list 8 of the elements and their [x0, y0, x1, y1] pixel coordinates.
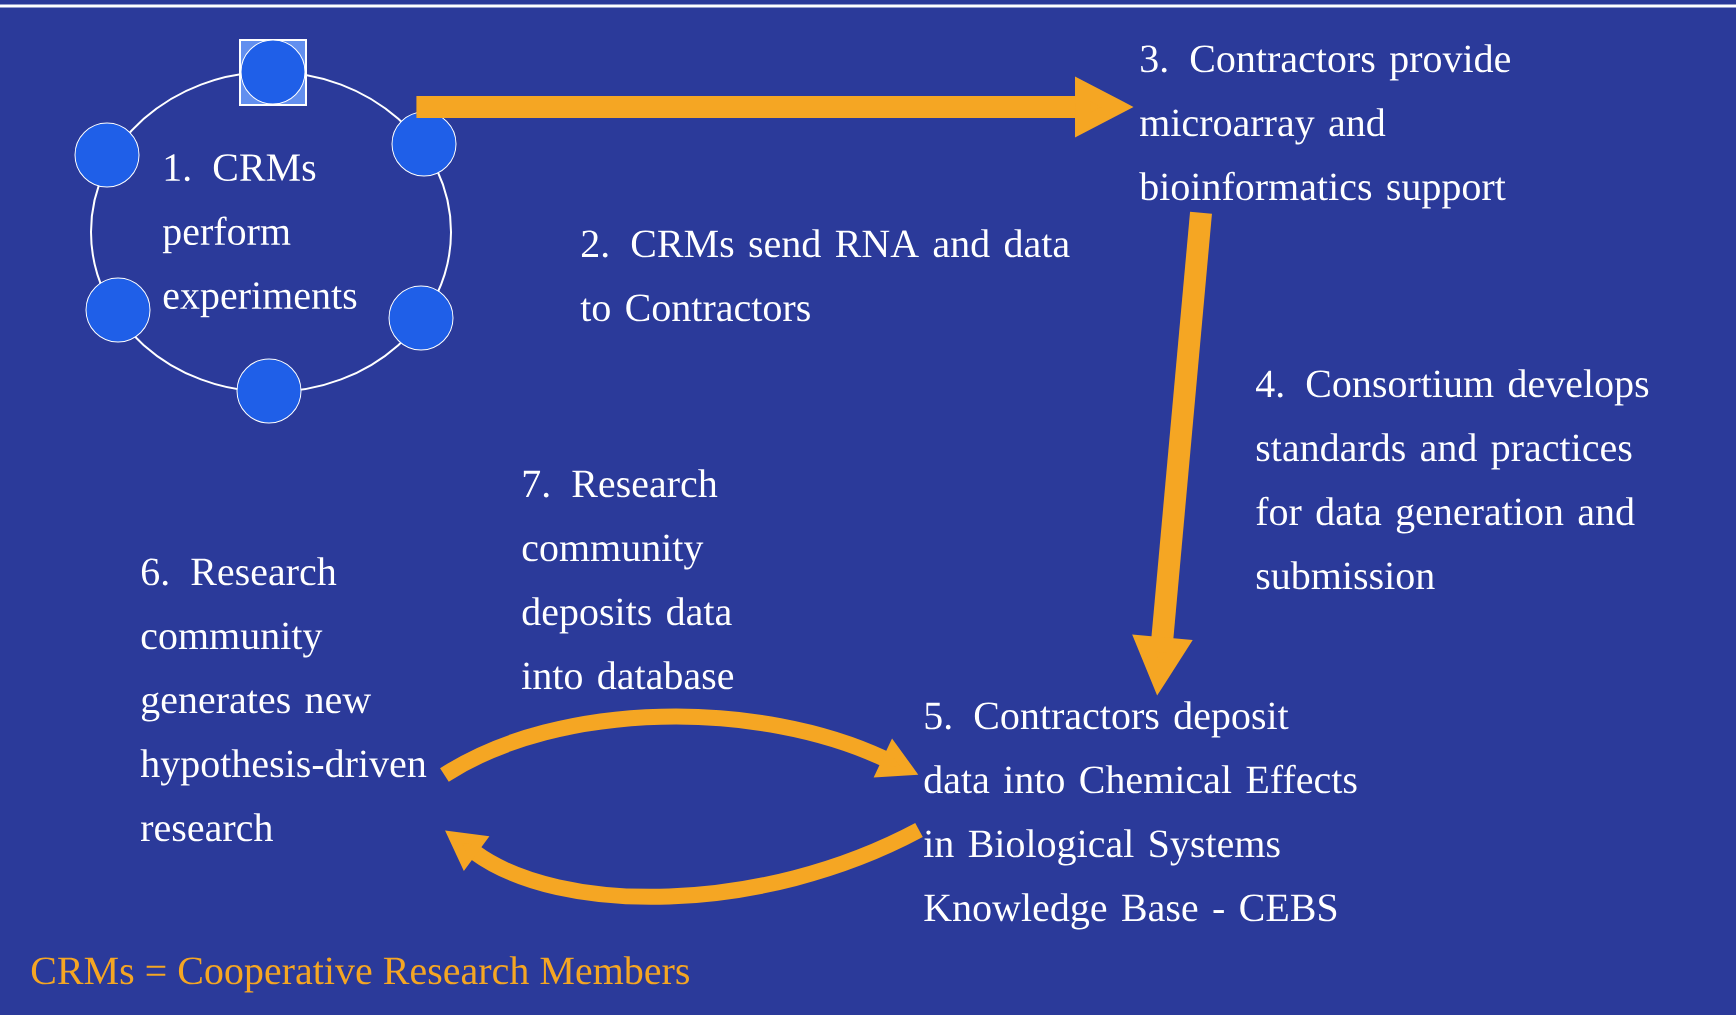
- step-text: 4. Consortium develops standards and practices for data generation and submission: [1256, 369, 1649, 590]
- footnote: CRMs = Cooperative Research Members: [31, 956, 689, 993]
- step-text: 1. CRMs perform experiments: [162, 154, 357, 318]
- step-text: 2. CRMs send RNA and data to Contractors: [580, 229, 1070, 322]
- step-text: 5. Contractors deposit data into Chemical Effects in Biological Systems Knowledge Base - CEBS: [924, 701, 1357, 930]
- step-text: 7. Research community deposits data into database: [522, 469, 734, 690]
- step-text: 6. Research community generates new hypothesis-driven research: [140, 557, 427, 842]
- step-text: 3. Contractors provide microarray and bioinformatics support: [1139, 44, 1510, 209]
